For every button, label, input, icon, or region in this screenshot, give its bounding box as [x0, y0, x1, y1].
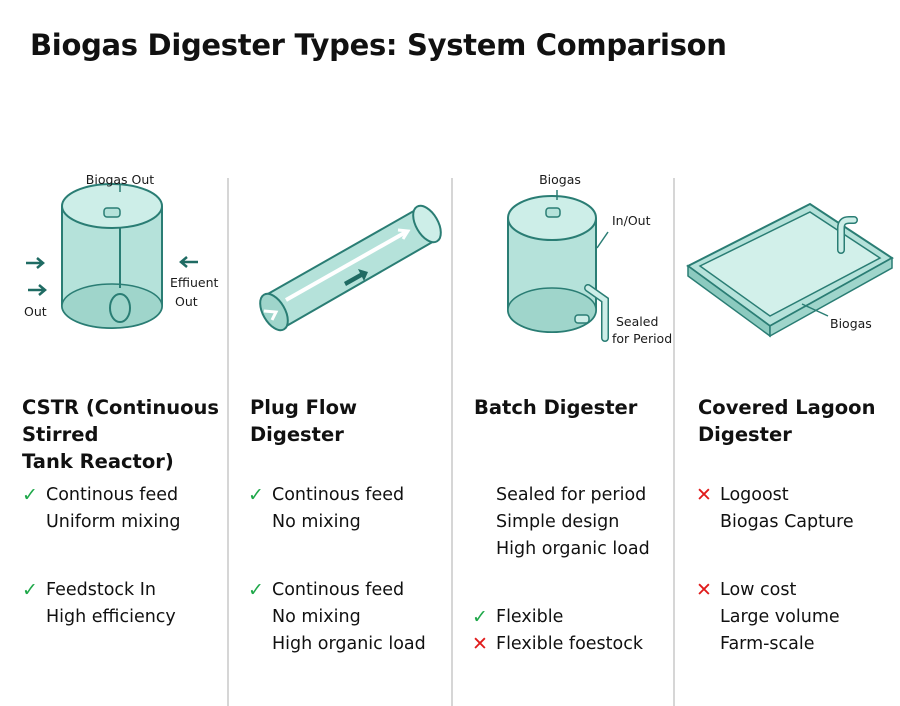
check-icon: ✓ — [248, 579, 264, 601]
column-divider — [673, 178, 675, 706]
label-biogas: Biogas — [539, 172, 581, 187]
feature-text: Sealed for period — [496, 485, 647, 505]
cstr-diagram: Biogas Out Out Effiuent Out — [10, 160, 230, 360]
feature-text: Continous feed — [272, 580, 405, 600]
label-out: Out — [175, 294, 198, 309]
feature-text: Uniform mixing — [46, 512, 181, 532]
feature-text: High organic load — [496, 539, 650, 559]
feature-text: Continous feed — [272, 485, 405, 505]
feature-text: High organic load — [272, 634, 426, 654]
cross-icon: ✕ — [696, 579, 712, 601]
page-title: Biogas Digester Types: System Comparison — [30, 28, 727, 62]
heading-line: Covered Lagoon — [698, 396, 876, 419]
feature-text: Feedstock In — [46, 580, 157, 600]
feature-item: Sealed for period — [472, 482, 650, 509]
feature-item: No mixing — [248, 509, 404, 536]
heading-line: Digester — [250, 423, 344, 446]
feature-text: Farm-scale — [720, 634, 815, 654]
label-in-out: In/Out — [612, 213, 651, 228]
label-out: Out — [24, 304, 47, 319]
label-effluent: Effiuent — [170, 275, 219, 290]
heading-line: CSTR (Continuous — [22, 396, 219, 419]
column-divider — [227, 178, 229, 706]
plug-flow-diagram — [236, 160, 456, 360]
feature-item: High organic load — [248, 631, 426, 658]
cross-icon: ✕ — [696, 484, 712, 506]
label-biogas-out: Biogas Out — [86, 172, 155, 187]
heading-line: Plug Flow — [250, 396, 358, 419]
heading-cstr: CSTR (Continuous Stirred Tank Reactor) — [22, 394, 232, 475]
heading-plug-flow: Plug Flow Digester — [250, 394, 460, 448]
heading-line: Digester — [698, 423, 792, 446]
label-sealed: Sealed — [616, 314, 658, 329]
heading-line: Batch Digester — [474, 396, 638, 419]
feature-item: ✕ Low cost — [696, 577, 840, 604]
feature-item: ✓ Continous feed — [248, 482, 404, 509]
feature-item: Biogas Capture — [696, 509, 854, 536]
feature-item: ✓ Continous feed — [22, 482, 180, 509]
feature-item: ✓ Flexible — [472, 604, 643, 631]
heading-batch: Batch Digester — [474, 394, 684, 421]
feature-text: Biogas Capture — [720, 512, 854, 532]
label-biogas: Biogas — [830, 316, 872, 331]
feature-item: ✕ Flexible foestock — [472, 631, 643, 658]
feature-item: ✕ Logoost — [696, 482, 854, 509]
cross-icon: ✕ — [472, 633, 488, 655]
feature-item: ✓ Feedstock In — [22, 577, 176, 604]
feature-item: High efficiency — [22, 604, 176, 631]
feature-text: Flexible — [496, 607, 564, 627]
feature-text: No mixing — [272, 512, 361, 532]
feature-text: Simple design — [496, 512, 620, 532]
heading-lagoon: Covered Lagoon Digester — [698, 394, 900, 448]
lagoon-diagram: Biogas — [682, 160, 900, 360]
label-for-period: for Period — [612, 331, 672, 346]
feature-item: Uniform mixing — [22, 509, 180, 536]
feature-text: Large volume — [720, 607, 840, 627]
heading-line: Stirred — [22, 423, 99, 446]
check-icon: ✓ — [22, 484, 38, 506]
feature-text: Low cost — [720, 580, 797, 600]
check-icon: ✓ — [248, 484, 264, 506]
feature-item: Simple design — [472, 509, 650, 536]
feature-text: Continous feed — [46, 485, 179, 505]
feature-item: No mixing — [248, 604, 426, 631]
feature-item: High organic load — [472, 536, 650, 563]
feature-list: ✓ Continous feed No mixing — [248, 482, 404, 536]
feature-list: ✓ Flexible ✕ Flexible foestock — [472, 604, 643, 658]
feature-text: High efficiency — [46, 607, 176, 627]
feature-list: ✓ Feedstock In High efficiency — [22, 577, 176, 631]
heading-line: Tank Reactor) — [22, 450, 174, 473]
feature-text: Logoost — [720, 485, 789, 505]
feature-item: ✓ Continous feed — [248, 577, 426, 604]
arrow-right-icon — [26, 257, 45, 269]
feature-text: No mixing — [272, 607, 361, 627]
check-icon: ✓ — [472, 606, 488, 628]
batch-diagram: Biogas In/Out Sealed for Period — [460, 160, 680, 360]
arrow-left-icon — [179, 256, 198, 268]
arrow-right-icon — [28, 284, 47, 296]
feature-item: Large volume — [696, 604, 840, 631]
feature-item: Farm-scale — [696, 631, 840, 658]
feature-text: Flexible foestock — [496, 634, 643, 654]
check-icon: ✓ — [22, 579, 38, 601]
column-divider — [451, 178, 453, 706]
